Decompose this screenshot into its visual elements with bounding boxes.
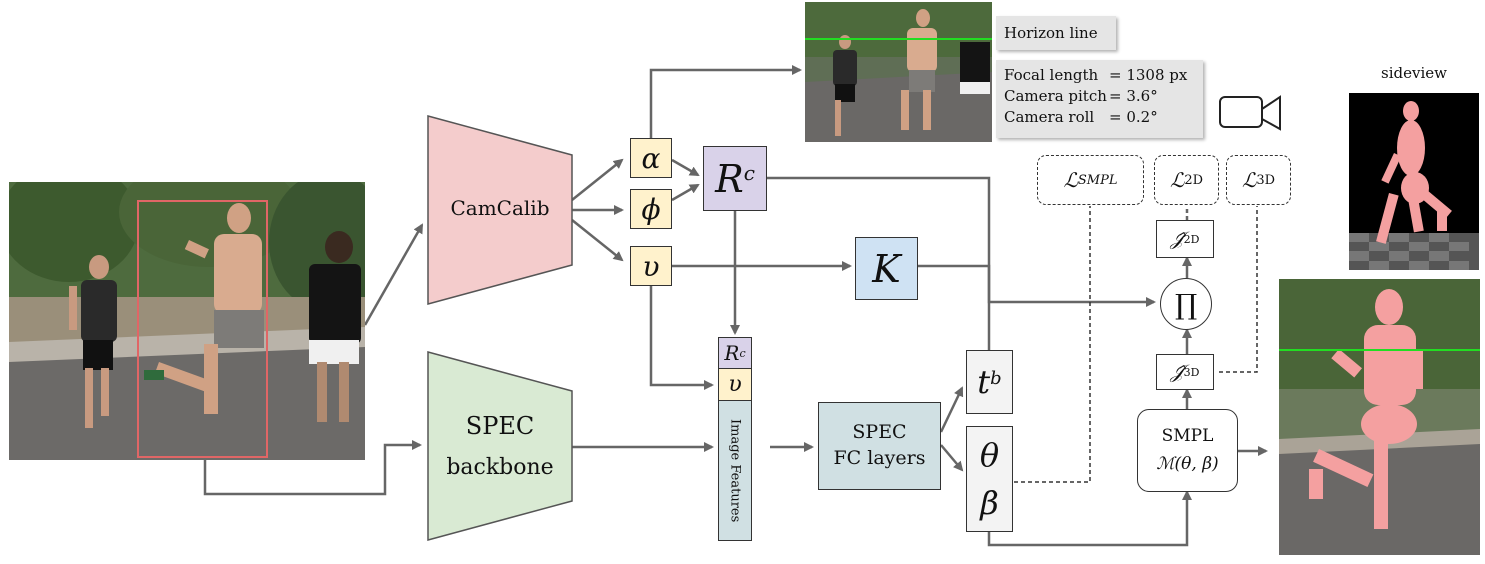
camera-pitch-name: Camera pitch [1004, 87, 1107, 105]
loss-2d-symbol: ℒ [1169, 168, 1185, 192]
loss-3d-subscript: 3D [1256, 172, 1276, 188]
smpl-box: SMPL ℳ(θ, β) [1137, 409, 1238, 492]
spec-backbone-label-2: backbone [446, 455, 554, 480]
intrinsics-symbol: K [872, 246, 901, 291]
input-image [9, 182, 365, 460]
camera-info-row-roll: Camera roll = 0.2° [1004, 107, 1195, 128]
j3d-subscript: 3D [1183, 365, 1200, 379]
translation-symbol: t [977, 363, 991, 401]
theta-symbol: θ [979, 436, 1000, 474]
camera-info-row-pitch: Camera pitch = 3.6° [1004, 86, 1195, 107]
rotation-superscript: c [743, 160, 755, 185]
smpl-function-symbol: ℳ [1156, 453, 1175, 474]
focal-length-name: Focal length [1004, 66, 1099, 84]
j2d-symbol: 𝒥̂ [1170, 228, 1184, 250]
focal-length-value: = 1308 px [1109, 66, 1188, 84]
theta-beta-box: θ β [966, 426, 1013, 532]
arrow-fc-to-theta [940, 444, 964, 472]
projection-node: ∏ [1160, 278, 1212, 330]
loss-smpl-subscript: SMPL [1077, 172, 1118, 188]
horizon-line-label: Horizon line [1004, 24, 1098, 42]
loss-2d-subscript: 2D [1184, 172, 1204, 188]
horizon-scene-illustration [805, 2, 992, 142]
fc-layers-label-1: SPEC [852, 421, 907, 444]
camcalib-trapezoid [427, 115, 573, 305]
camera-info-row-focal: Focal length = 1308 px [1004, 65, 1195, 86]
fc-layers-box: SPEC FC layers [818, 402, 941, 490]
alpha-box: α [630, 138, 672, 178]
smpl-label: SMPL [1161, 426, 1214, 447]
sideview-image [1349, 93, 1479, 270]
phi-symbol: ϕ [641, 192, 661, 226]
arrow-image-to-camcalib [363, 223, 424, 326]
camera-roll-value: = 0.2° [1109, 108, 1158, 126]
dashed-theta-beta-to-lsmpl [1014, 206, 1091, 483]
camera-roll-name: Camera roll [1004, 108, 1095, 126]
arrow-beta-to-smpl [987, 490, 1192, 547]
intrinsics-box: K [855, 237, 918, 300]
sideview-label: sideview [1381, 64, 1447, 82]
upsilon-symbol: υ [642, 249, 660, 283]
smpl-function-args: (θ, β) [1174, 453, 1219, 474]
fc-layers-label-2: FC layers [833, 447, 926, 469]
arrow-camcalib-to-alpha [571, 158, 624, 201]
image-features-label: Image Features [727, 418, 743, 523]
stack-image-features-cell: Image Features [718, 400, 752, 541]
arrow-upsilon-to-stack [649, 286, 714, 390]
translation-superscript: b [990, 367, 1002, 389]
horizon-line-label-box: Horizon line [996, 16, 1116, 50]
camera-info-box: Focal length = 1308 px Camera pitch = 3.… [996, 60, 1203, 138]
stack-rc-symbol: R [724, 341, 740, 365]
output-mesh-overlay [1279, 279, 1480, 555]
camcalib-label: CamCalib [450, 196, 550, 220]
line-rc-to-projection [767, 176, 991, 302]
beta-symbol: β [980, 484, 999, 522]
runner-scene-illustration [9, 182, 365, 460]
arrow-phi-to-rc [671, 183, 700, 202]
line-k-to-projection [918, 264, 1156, 307]
rotation-symbol: R [715, 156, 744, 201]
arrow-alpha-to-rc [671, 158, 700, 177]
upsilon-box: υ [630, 246, 672, 286]
spec-backbone-trapezoid [427, 351, 573, 541]
phi-box: ϕ [630, 189, 672, 229]
alpha-symbol: α [641, 141, 661, 175]
bounding-box [137, 200, 268, 458]
camera-pitch-value: = 3.6° [1109, 87, 1158, 105]
sideview-render [1349, 93, 1479, 270]
output-image [1279, 279, 1480, 555]
stack-upsilon-cell: υ [718, 368, 752, 401]
j2d-subscript: 2D [1183, 232, 1200, 246]
dashed-j3d-to-l3d [1219, 206, 1258, 373]
horizon-image [805, 2, 992, 142]
camera-icon [1219, 95, 1281, 131]
projection-symbol: ∏ [1174, 287, 1198, 321]
stack-upsilon-symbol: υ [728, 372, 742, 397]
stack-rc-superscript: c [739, 346, 746, 360]
spec-backbone-label-1: SPEC [465, 412, 535, 440]
arrow-bbox-to-backbone [203, 440, 422, 496]
arrow-camcalib-to-upsilon [571, 219, 624, 262]
arrow-fc-to-t [939, 386, 964, 433]
loss-3d-symbol: ℒ [1241, 168, 1257, 192]
arrow-alpha-to-horizon-image [649, 65, 802, 140]
smpl-function: ℳ(θ, β) [1156, 451, 1218, 478]
loss-smpl-symbol: ℒ [1063, 168, 1078, 192]
j3d-symbol: 𝒥̂ [1170, 361, 1184, 383]
